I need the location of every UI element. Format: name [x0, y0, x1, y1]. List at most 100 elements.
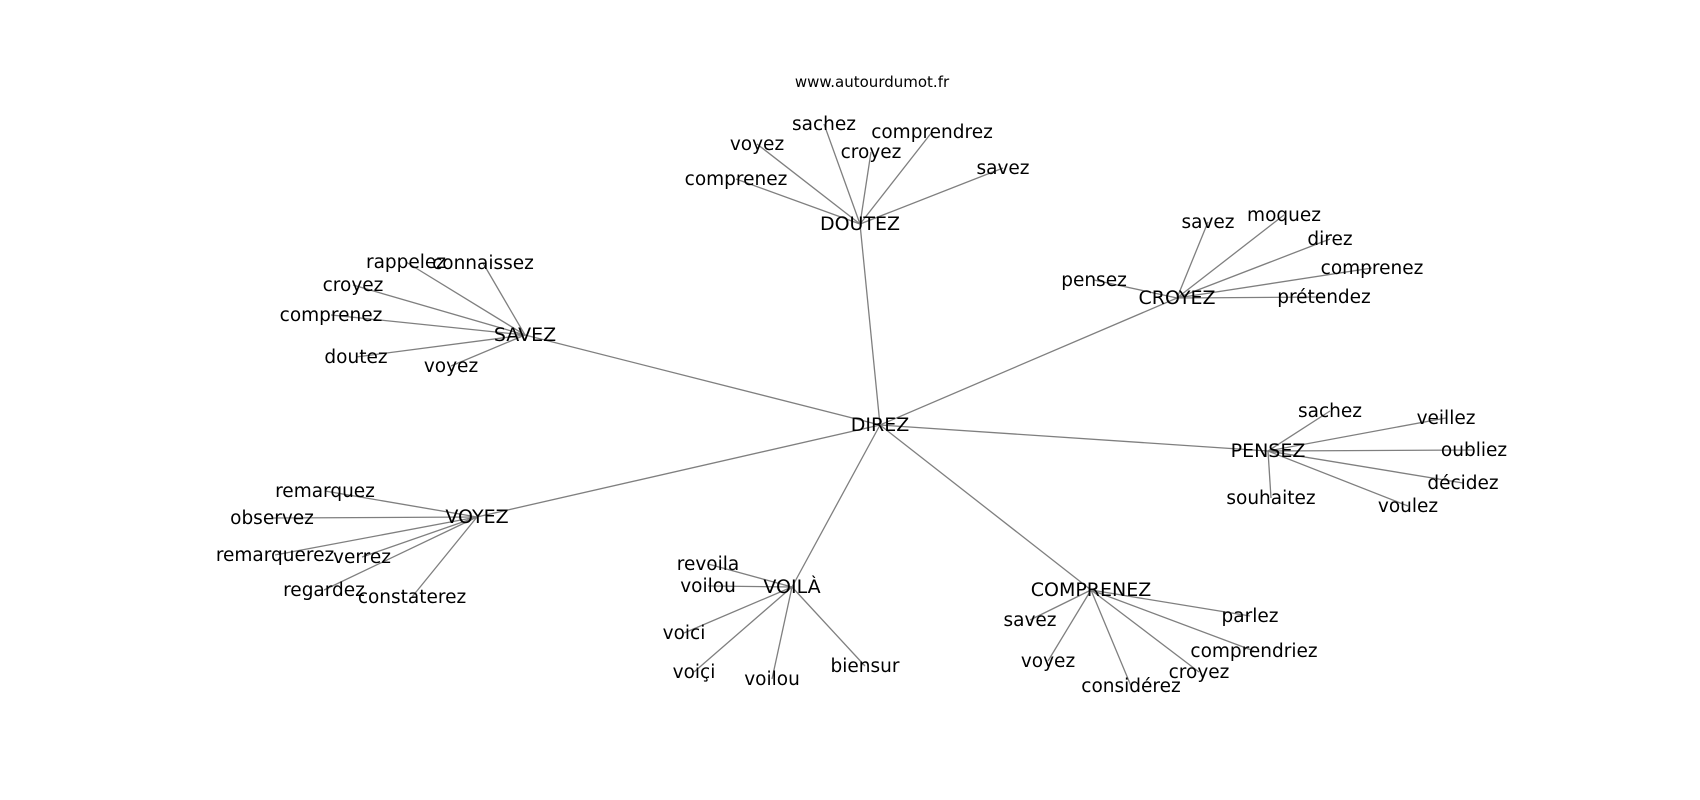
word-node-comprenez: comprenez: [685, 169, 788, 190]
edge-center-voila: [791, 424, 881, 588]
edge-doutez-comprendrez: [859, 131, 933, 225]
edge-pensez-voulez: [1267, 450, 1409, 507]
center-node: DIREZ: [851, 414, 909, 436]
edge-comprenez-parlez: [1090, 589, 1251, 617]
edge-savez-doutez: [355, 334, 526, 358]
edge-pensez-sachez: [1267, 410, 1331, 452]
edge-voyez-observez: [271, 516, 478, 519]
edge-comprenez-voyez: [1047, 589, 1092, 662]
word-node-voyez: voyez: [730, 134, 784, 155]
edge-center-croyez: [879, 297, 1178, 426]
word-node-regardez: regardez: [283, 580, 365, 601]
word-node-voici: voiçi: [673, 662, 716, 683]
edge-pensez-veillez: [1267, 417, 1447, 452]
word-node-voulez: voulez: [1378, 496, 1438, 517]
edge-voyez-remarquez: [324, 490, 478, 518]
edge-voila-revoila: [707, 563, 793, 588]
edge-center-doutez: [859, 223, 881, 426]
word-node-croyez: croyez: [841, 142, 902, 163]
edge-center-pensez: [879, 424, 1269, 452]
word-node-croyez: croyez: [1169, 662, 1230, 683]
edge-pensez-souhaitez: [1267, 450, 1272, 499]
word-node-constaterez: constaterez: [358, 587, 466, 608]
word-node-voilou: voilou: [680, 576, 736, 597]
edge-comprenez-considerez: [1090, 589, 1132, 687]
edge-doutez-voyez: [756, 143, 861, 225]
word-node-remarquerez: remarquerez: [216, 545, 334, 566]
hub-node-doutez: DOUTEZ: [820, 213, 900, 235]
word-node-rappelez: rappelez: [366, 252, 446, 273]
word-node-observez: observez: [230, 508, 314, 529]
word-node-considerez: considérez: [1081, 676, 1180, 697]
word-node-voyez: voyez: [424, 356, 478, 377]
edge-voila-biensur: [791, 586, 866, 667]
graph-nodes: DIREZDOUTEZcomprenezvoyezsachezcroyezcom…: [216, 114, 1507, 697]
edge-voyez-verrez: [361, 516, 478, 558]
edge-croyez-moquez: [1176, 214, 1285, 299]
word-node-sachez: sachez: [792, 114, 856, 135]
word-node-comprendrez: comprendrez: [871, 122, 993, 143]
edge-center-voyez: [476, 424, 881, 518]
word-node-pretendez: prétendez: [1277, 287, 1371, 308]
graph-edges: [271, 123, 1475, 687]
word-node-croyez: croyez: [323, 275, 384, 296]
word-node-oubliez: oubliez: [1441, 440, 1507, 461]
word-node-verrez: verrez: [333, 547, 391, 568]
edge-voila-voici: [693, 586, 793, 673]
word-node-savez: savez: [1181, 212, 1234, 233]
edge-doutez-croyez: [859, 151, 872, 225]
word-node-souhaitez: souhaitez: [1226, 488, 1315, 509]
hub-node-croyez: CROYEZ: [1138, 287, 1215, 309]
edge-croyez-direz: [1176, 238, 1331, 299]
hub-node-pensez: PENSEZ: [1231, 440, 1306, 462]
edge-comprenez-croyez: [1090, 589, 1200, 673]
word-node-sachez: sachez: [1298, 401, 1362, 422]
edge-voila-voilou: [707, 585, 793, 588]
edge-croyez-pensez: [1093, 279, 1178, 299]
word-node-pensez: pensez: [1061, 270, 1127, 291]
edge-croyez-pretendez: [1176, 296, 1325, 299]
edge-voila-voici: [683, 586, 793, 634]
edge-voyez-remarquerez: [274, 516, 478, 556]
edge-savez-voyez: [450, 334, 526, 367]
edge-savez-comprenez: [330, 314, 526, 336]
word-node-comprenez: comprenez: [1321, 258, 1424, 279]
word-node-connaissez: connaissez: [432, 253, 534, 274]
edge-voyez-constaterez: [411, 516, 478, 598]
word-node-parlez: parlez: [1222, 606, 1279, 627]
word-node-decidez: décidez: [1427, 473, 1498, 494]
word-node-remarquez: remarquez: [275, 481, 375, 502]
word-node-voyez: voyez: [1021, 651, 1075, 672]
word-node-comprenez: comprenez: [280, 305, 383, 326]
edge-center-savez: [524, 334, 881, 426]
word-node-savez: savez: [976, 158, 1029, 179]
edge-croyez-comprenez: [1176, 267, 1373, 299]
edge-comprenez-savez: [1029, 589, 1092, 621]
word-node-veillez: veillez: [1417, 408, 1476, 429]
edge-savez-connaissez: [482, 262, 526, 336]
source-url: www.autourdumot.fr: [795, 73, 950, 91]
edge-doutez-sachez: [823, 123, 861, 225]
edge-doutez-savez: [859, 167, 1004, 225]
hub-node-comprenez: COMPRENEZ: [1031, 579, 1152, 601]
edge-voyez-regardez: [323, 516, 478, 591]
word-node-direz: direz: [1307, 229, 1352, 250]
word-node-revoila: revoila: [677, 554, 739, 575]
word-node-doutez: doutez: [324, 347, 387, 368]
word-node-comprendriez: comprendriez: [1190, 641, 1317, 662]
edge-center-comprenez: [879, 424, 1092, 591]
hub-node-savez: SAVEZ: [494, 324, 556, 346]
hub-node-voila: VOILÀ: [763, 575, 820, 598]
word-node-biensur: biensur: [831, 656, 900, 677]
word-node-voilou: voilou: [744, 669, 800, 690]
word-node-voici: voici: [663, 623, 706, 644]
edge-voila-voilou: [771, 586, 793, 680]
edge-pensez-oubliez: [1267, 449, 1475, 452]
edge-savez-croyez: [352, 284, 526, 336]
edge-croyez-savez: [1176, 221, 1209, 299]
word-node-savez: savez: [1003, 610, 1056, 631]
hub-node-voyez: VOYEZ: [445, 506, 508, 528]
edge-savez-rappelez: [405, 261, 526, 336]
edge-pensez-decidez: [1267, 450, 1464, 484]
